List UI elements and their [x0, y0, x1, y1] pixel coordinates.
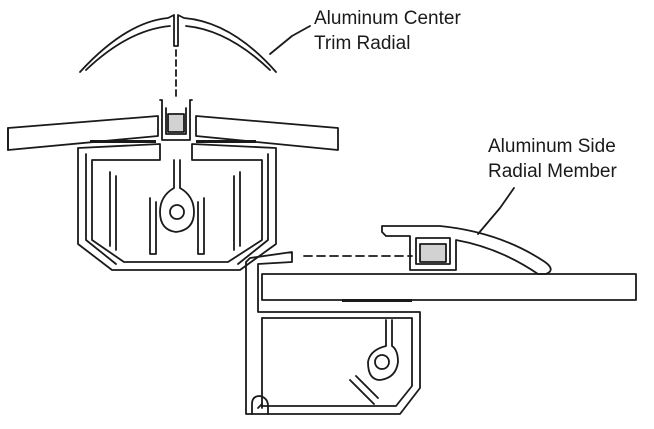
center-gasket: [167, 113, 185, 133]
side-frame-extrusion: [245, 251, 421, 415]
right-glazing-panel: [195, 115, 339, 151]
label-side-member-line2: Radial Member: [488, 161, 617, 182]
side-gasket: [419, 243, 447, 263]
label-side-radial-member: Aluminum Side Radial Member: [488, 134, 617, 184]
bottom-glazing-panel: [261, 273, 637, 301]
side-radial-member: [381, 225, 552, 275]
center-trim-cap: [79, 14, 277, 73]
center-receiver: [159, 99, 193, 141]
label-center-trim-radial: Aluminum Center Trim Radial: [314, 6, 461, 56]
label-center-trim-line1: Aluminum Center: [314, 8, 461, 29]
label-center-trim-line2: Trim Radial: [314, 33, 411, 54]
glazing-tape-bottom: [342, 299, 412, 302]
center-extrusion-body: [77, 143, 277, 271]
glazing-tape-right: [196, 140, 256, 143]
glazing-tape-left: [90, 140, 156, 143]
label-side-member-line1: Aluminum Side: [488, 136, 616, 157]
left-glazing-panel: [7, 115, 159, 151]
leader-side-member: [477, 187, 515, 235]
leader-center-trim: [269, 25, 311, 55]
